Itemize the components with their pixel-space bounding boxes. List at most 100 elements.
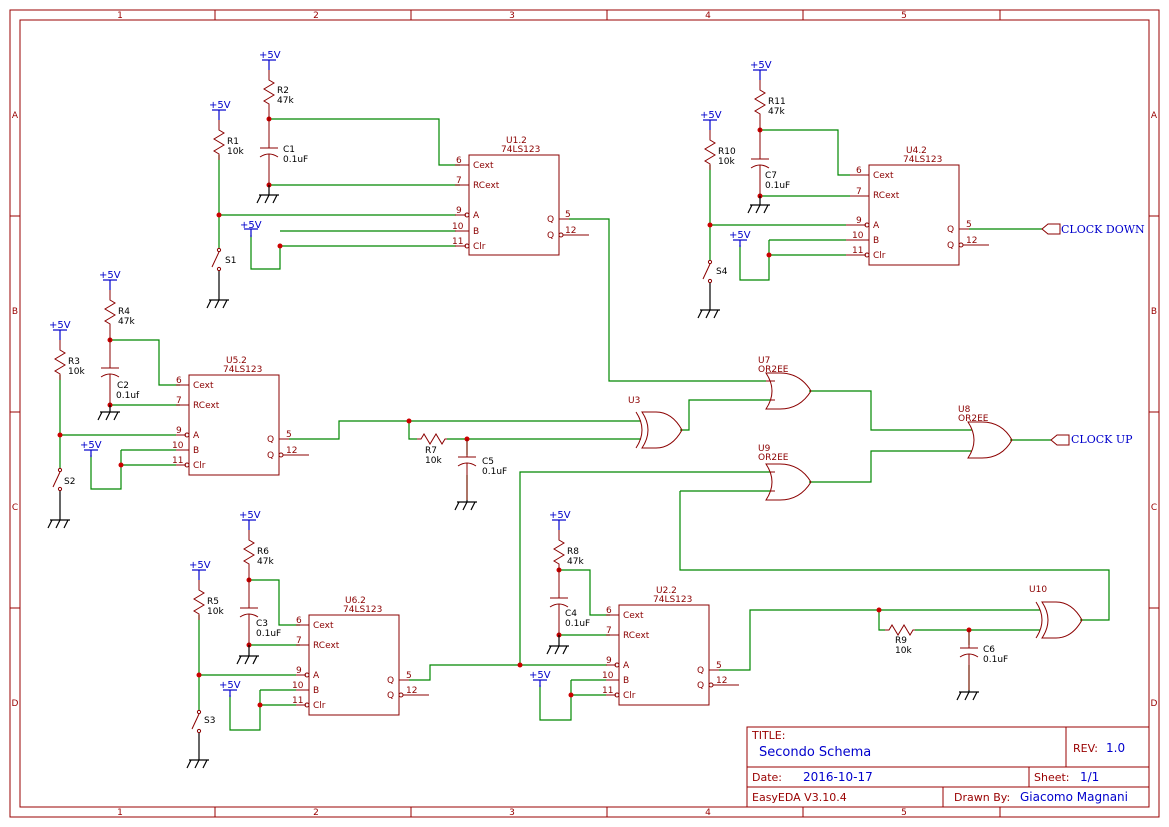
- sheet-label: Sheet:: [1034, 771, 1070, 784]
- zone-col-5-top: 5: [901, 11, 907, 21]
- capacitors-c3-ref-text: C3: [256, 619, 268, 629]
- zone-col-3-bottom: 3: [509, 808, 515, 818]
- zone-col-1-bottom: 1: [117, 808, 123, 818]
- resistors-r6-ref-text: R6: [257, 547, 269, 557]
- chip_pins-qbar-text: Q: [697, 681, 704, 691]
- ground-c1: [256, 185, 279, 204]
- capacitors-c6-value-text: 0.1uF: [983, 655, 1008, 665]
- chips-u12-ref-text: U1.2: [506, 136, 527, 146]
- power-label: +5V: [240, 220, 262, 231]
- chip_pins-n7-text: 7: [176, 396, 182, 406]
- zone-row-d-left: D: [12, 699, 19, 709]
- drawing-frame: 1 2 3 4 5 1 2 3 4 5 A B C D A B C D: [9, 9, 1160, 818]
- chip_pins-qbar-text: Q: [387, 691, 394, 701]
- switch-s4: S4: [702, 259, 728, 284]
- chip_pins-n5-text: 5: [406, 671, 412, 681]
- resistors-r7-value-text: 10k: [425, 456, 442, 466]
- power-label: +5V: [750, 60, 772, 71]
- resistors-r4-value-text: 47k: [118, 317, 135, 327]
- power-label: +5V: [549, 510, 571, 521]
- net_labels-clock_down-text: CLOCK DOWN: [1061, 223, 1145, 236]
- power-5v-r6: +5V: [239, 510, 261, 530]
- chips-u62-part-text: 74LS123: [343, 605, 382, 615]
- zone-row-d-right: D: [1151, 699, 1158, 709]
- date-label: Date:: [752, 771, 782, 784]
- capacitor-c5: C50.1uF: [457, 439, 507, 500]
- power-label: +5V: [189, 560, 211, 571]
- chips-u42-part-text: 74LS123: [903, 155, 942, 165]
- chip_pins-b-text: B: [313, 686, 319, 696]
- chip_pins-clr-text: Clr: [873, 251, 886, 261]
- title-block: TITLE: Secondo Schema REV: 1.0 Date: 201…: [746, 726, 1150, 808]
- power-label: +5V: [239, 510, 261, 521]
- ground-s3: [186, 732, 209, 769]
- chip_pins-n12-text: 12: [716, 676, 727, 686]
- chip_pins-clr-text: Clr: [193, 461, 206, 471]
- power-5v-r10: +5V: [700, 110, 722, 130]
- chip_pins-n10-text: 10: [452, 222, 464, 232]
- chip_pins-n11-text: 11: [602, 686, 613, 696]
- power-label: +5V: [219, 680, 241, 691]
- chip_pins-n6-text: 6: [296, 616, 302, 626]
- chip_pins-cext-text: Cext: [313, 621, 334, 631]
- power-5v-r5: +5V: [189, 560, 211, 580]
- power-5v-r2: +5V: [259, 50, 281, 70]
- switches: S1 S4 S2 S3: [52, 247, 728, 734]
- wires: [59, 118, 1110, 731]
- capacitors-c7-value-text: 0.1uF: [765, 181, 790, 191]
- capacitors-c5-ref-text: C5: [482, 457, 494, 467]
- chips-u22-part-text: 74LS123: [653, 595, 692, 605]
- gates-u9-part-text: OR2EE: [758, 453, 789, 463]
- chip_pins-q-text: Q: [547, 215, 554, 225]
- ground-s4: [697, 282, 720, 319]
- resistors-r7-ref-text: R7: [425, 446, 437, 456]
- power-5v-u42b: +5V: [729, 230, 751, 247]
- power-5v-r4: +5V: [99, 270, 121, 290]
- chip_pins-b-text: B: [873, 236, 879, 246]
- ground-c3: [236, 645, 259, 665]
- chip_pins-b-text: B: [623, 676, 629, 686]
- power-label: +5V: [99, 270, 121, 281]
- zone-col-4-bottom: 4: [705, 808, 711, 818]
- chip_pins-clr-text: Clr: [313, 701, 326, 711]
- chip_pins-cext-text: Cext: [873, 171, 894, 181]
- chip_pins-b-text: B: [473, 227, 479, 237]
- chip_pins-n10-text: 10: [852, 231, 864, 241]
- chip_pins-n12-text: 12: [406, 686, 417, 696]
- chip_pins-cext-text: Cext: [193, 381, 214, 391]
- resistors-r8-value-text: 47k: [567, 557, 584, 567]
- chips-u52-ref-text: U5.2: [226, 356, 247, 366]
- power-label: +5V: [80, 440, 102, 451]
- resistors-r5-ref-text: R5: [207, 597, 219, 607]
- gates-u8-ref-text: U8: [958, 405, 971, 415]
- resistors-r5-value-text: 10k: [207, 607, 224, 617]
- resistors-r1-value-text: 10k: [227, 147, 244, 157]
- zone-col-4-top: 4: [705, 11, 711, 21]
- capacitor-c6: C60.1uF: [959, 630, 1008, 690]
- chip_pins-a-text: A: [193, 431, 200, 441]
- power-label: +5V: [700, 110, 722, 121]
- capacitor-c1: C10.1uF: [259, 119, 308, 185]
- chip_pins-q-text: Q: [697, 666, 704, 676]
- chip_pins-n5-text: 5: [565, 210, 571, 220]
- gates-u3-ref-text: U3: [628, 396, 640, 406]
- power-5v-r1: +5V: [209, 100, 231, 120]
- chip_pins-n10-text: 10: [172, 441, 184, 451]
- zone-row-b-left: B: [12, 307, 18, 317]
- chip_pins-cext-text: Cext: [473, 161, 494, 171]
- chip_pins-cext-text: Cext: [623, 611, 644, 621]
- resistors-r8-ref-text: R8: [567, 547, 579, 557]
- resistors-r6-value-text: 47k: [257, 557, 274, 567]
- capacitors-c3-value-text: 0.1uF: [256, 629, 281, 639]
- switches-s2-text: S2: [64, 477, 75, 487]
- chip_pins-n7-text: 7: [456, 176, 462, 186]
- power-5v-u52b: +5V: [80, 440, 102, 457]
- ground-c4: [546, 635, 569, 655]
- chip_pins-q-text: Q: [267, 435, 274, 445]
